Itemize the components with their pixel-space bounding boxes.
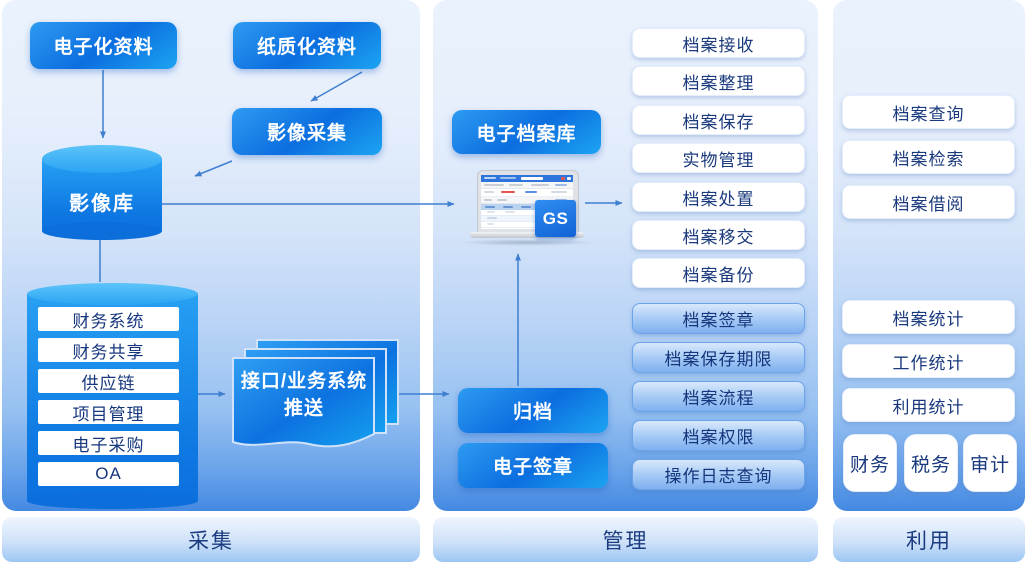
panel-label-utilization: 利用: [833, 517, 1025, 562]
node-electronic-materials: 电子化资料: [30, 22, 177, 69]
source-system-item: 项目管理: [38, 400, 179, 424]
node-e-signature: 电子签章: [458, 443, 608, 488]
stats-item: 利用统计: [842, 388, 1015, 422]
function-item-blue: 档案权限: [632, 420, 805, 451]
node-image-capture: 影像采集: [232, 108, 382, 155]
source-system-item: OA: [38, 462, 179, 486]
panel-label-management: 管理: [433, 517, 818, 562]
source-systems-cylinder: 财务系统 财务共享 供应链 项目管理 电子采购 OA: [27, 283, 198, 509]
source-system-item: 财务共享: [38, 338, 179, 362]
function-item: 档案备份: [632, 258, 805, 288]
interface-push-label: 接口/业务系统推送: [240, 371, 368, 419]
laptop-base: [470, 232, 584, 238]
panel-utilization: [833, 0, 1025, 511]
function-item: 实物管理: [632, 143, 805, 173]
department-item: 税务: [904, 434, 958, 492]
image-library-label: 影像库: [69, 193, 135, 215]
gs-logo: GS: [535, 200, 576, 237]
node-e-archive-library: 电子档案库: [452, 110, 601, 154]
function-item: 档案移交: [632, 220, 805, 250]
department-item: 审计: [963, 434, 1017, 492]
function-item-blue: 档案保存期限: [632, 342, 805, 373]
stats-item: 工作统计: [842, 344, 1015, 378]
node-paper-materials: 纸质化资料: [233, 22, 381, 69]
function-item: 档案整理: [632, 66, 805, 96]
department-item: 财务: [843, 434, 897, 492]
source-system-item: 电子采购: [38, 431, 179, 455]
laptop-shadow: [458, 239, 596, 246]
utilization-item: 档案查询: [842, 95, 1015, 129]
function-item-blue: 操作日志查询: [632, 459, 805, 490]
stats-item: 档案统计: [842, 300, 1015, 334]
function-item: 档案接收: [632, 28, 805, 58]
source-system-item: 供应链: [38, 369, 179, 393]
function-item-blue: 档案签章: [632, 303, 805, 334]
utilization-item: 档案检索: [842, 140, 1015, 174]
image-library-cylinder: 影像库: [42, 145, 162, 240]
node-archive: 归档: [458, 388, 608, 433]
panel-label-collection: 采集: [2, 517, 420, 562]
utilization-item: 档案借阅: [842, 185, 1015, 219]
laptop-illustration: GS: [458, 170, 596, 248]
function-item: 档案处置: [632, 182, 805, 212]
function-item: 档案保存: [632, 105, 805, 135]
function-item-blue: 档案流程: [632, 381, 805, 412]
source-system-item: 财务系统: [38, 307, 179, 331]
